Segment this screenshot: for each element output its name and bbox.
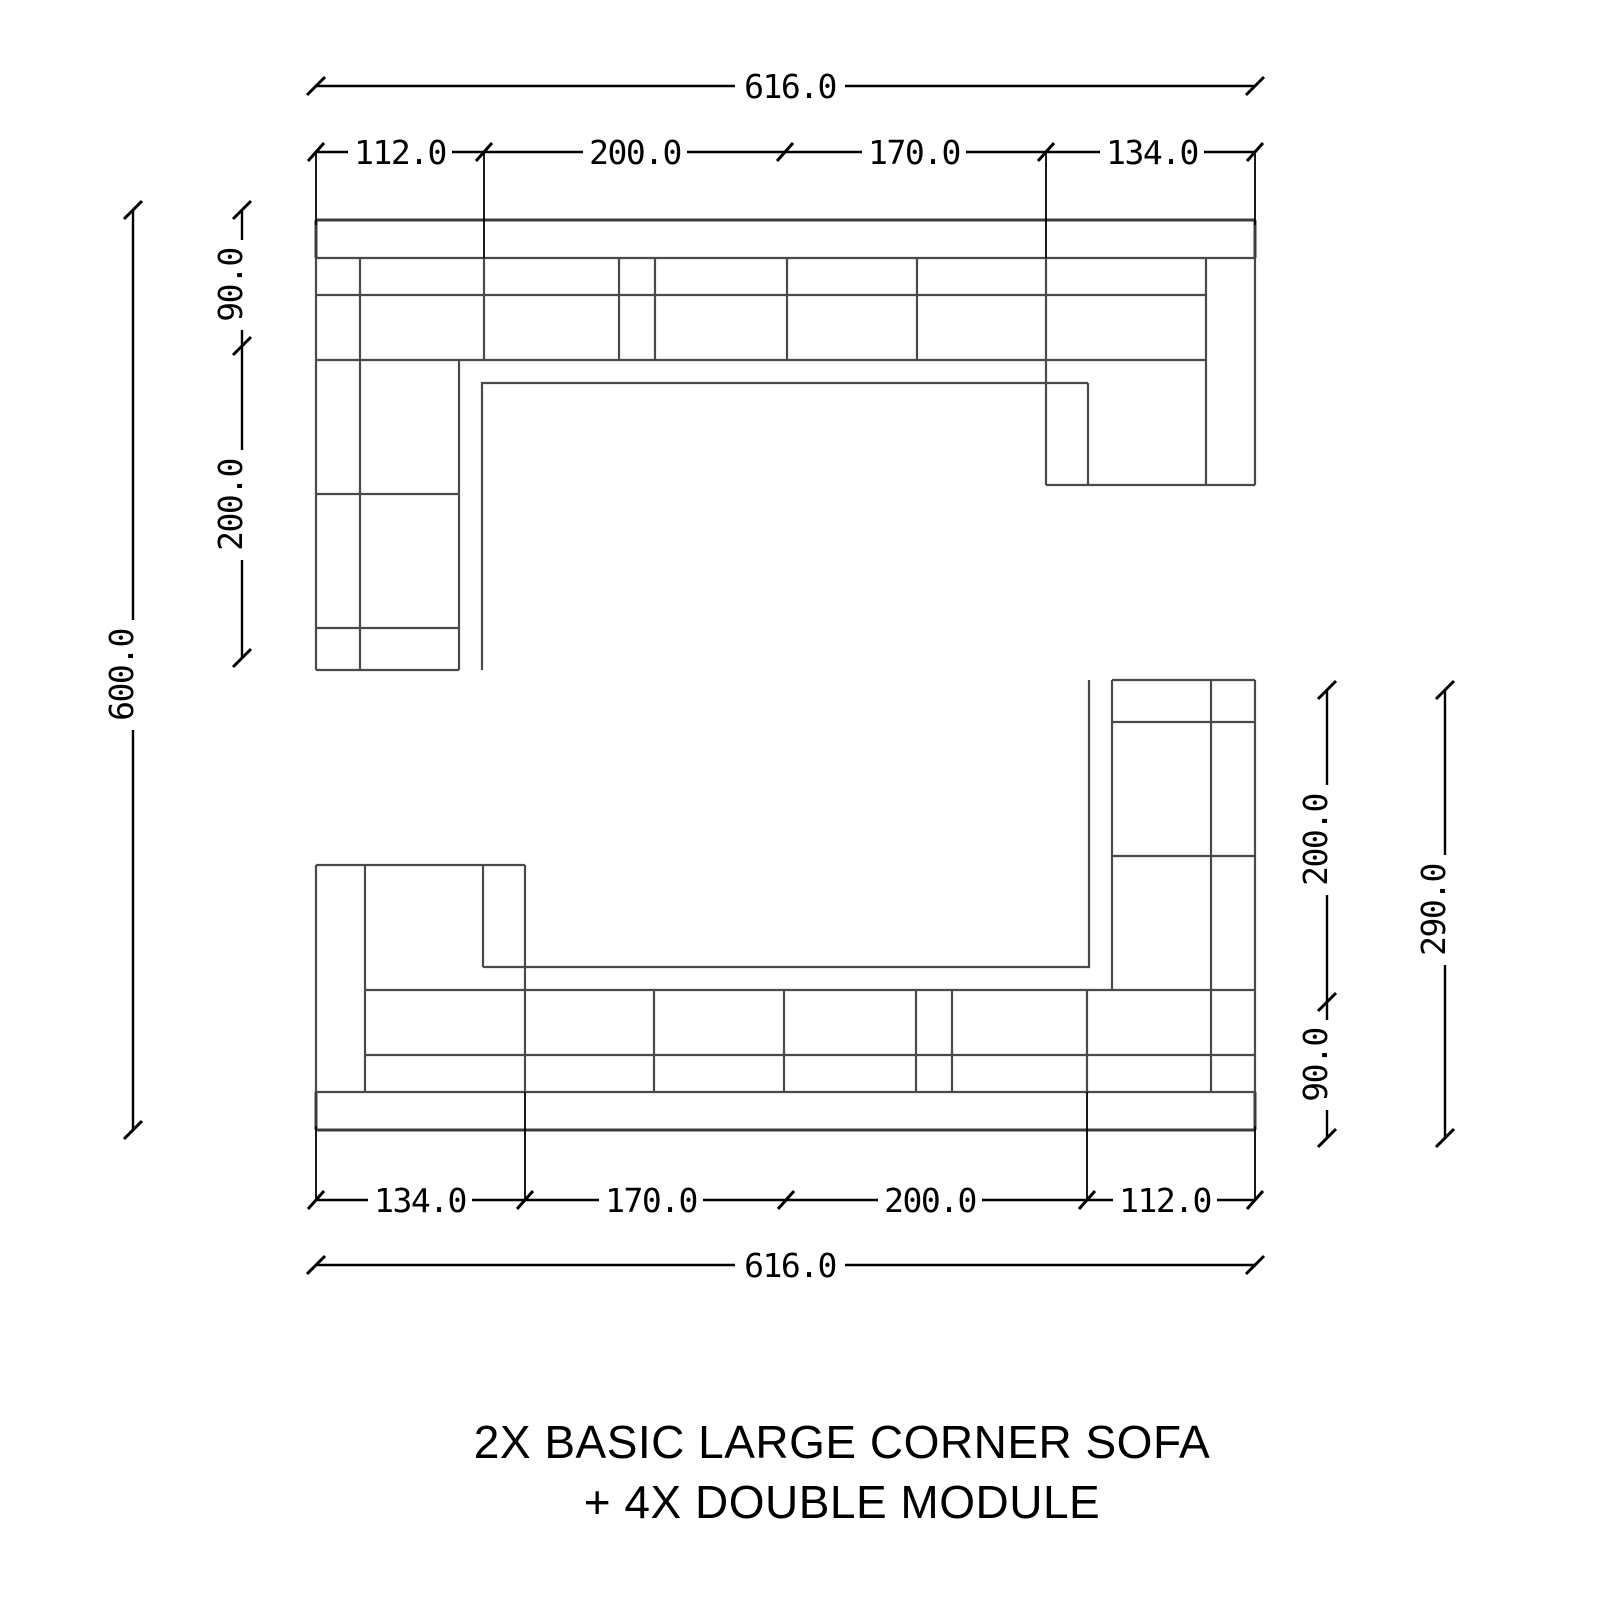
tick-c4 — [1036, 142, 1056, 162]
dim-left-chain-label-1: 200.0 — [211, 459, 250, 551]
tick-r2 — [1316, 991, 1338, 1013]
dim-bottom-chain-label-2: 200.0 — [884, 1181, 976, 1220]
lbl-bg-r2 — [1307, 1020, 1347, 1110]
tick-b4 — [1077, 1190, 1097, 1210]
tick-b1 — [306, 1190, 326, 1210]
tick-start — [305, 75, 327, 97]
title-line-1: 2X BASIC LARGE CORNER SOFA — [474, 1416, 1210, 1468]
lbl-bg-b4 — [1113, 1181, 1217, 1219]
dim-left-bg — [113, 620, 153, 730]
tick-end — [1244, 75, 1266, 97]
lbl-bg-b1 — [368, 1181, 472, 1219]
tick-bo2 — [1244, 1254, 1266, 1276]
lbl-bg-bo — [735, 1245, 845, 1285]
tick-r1 — [1316, 679, 1338, 701]
tick-left-top — [122, 199, 144, 221]
dim-top-overall: 616.0 — [305, 66, 1266, 106]
dim-top-chain-label-3: 134.0 — [1106, 133, 1198, 172]
dim-bottom-overall-label: 616.0 — [744, 1246, 836, 1285]
tick-c1 — [306, 142, 326, 162]
lbl-bg-1 — [348, 133, 452, 171]
tick-left-bottom — [122, 1119, 144, 1141]
lbl-bg-3 — [862, 133, 966, 171]
tick-r3 — [1316, 1127, 1338, 1149]
title-line-2: + 4X DOUBLE MODULE — [584, 1476, 1100, 1528]
bottom-inner-face — [483, 680, 1091, 969]
dim-bottom-chain-label-1: 170.0 — [605, 1181, 697, 1220]
lbl-bg-b2 — [599, 1181, 703, 1219]
lbl-bg-b3 — [878, 1181, 982, 1219]
lbl-bg-2 — [583, 133, 687, 171]
lbl-bg-r1 — [1307, 785, 1347, 895]
tick-c3 — [775, 142, 795, 162]
dim-bottom-overall: 616.0 — [305, 1245, 1266, 1285]
dim-right-overall: 290.0 — [1414, 679, 1465, 1149]
lbl-bg-l2 — [222, 450, 262, 560]
dim-label-bg — [735, 66, 845, 106]
dim-right-chain-label-1: 90.0 — [1296, 1028, 1335, 1101]
dim-bottom-chain: 134.0 170.0 200.0 112.0 — [306, 1092, 1265, 1220]
dim-top-chain-label-2: 170.0 — [868, 133, 960, 172]
tick-l2 — [231, 335, 253, 357]
tick-c5 — [1245, 142, 1265, 162]
top-inner-face — [480, 381, 1088, 670]
tick-b3 — [776, 1190, 796, 1210]
tick-c2 — [474, 142, 494, 162]
tick-l3 — [231, 647, 253, 669]
dim-left-overall-label: 600.0 — [102, 629, 141, 721]
dim-right-chain-label-0: 200.0 — [1296, 794, 1335, 886]
dim-top-overall-label: 616.0 — [744, 67, 836, 106]
dim-bottom-chain-label-0: 134.0 — [374, 1181, 466, 1220]
dim-left-chain: 90.0 200.0 — [211, 199, 262, 669]
lbl-bg-ro — [1425, 855, 1465, 965]
tick-ro1 — [1434, 679, 1456, 701]
dim-left-overall: 600.0 — [102, 199, 153, 1141]
tick-bo1 — [305, 1254, 327, 1276]
dim-top-chain-label-0: 112.0 — [354, 133, 446, 172]
dim-right-chain: 200.0 90.0 — [1296, 679, 1347, 1149]
dim-top-chain-label-1: 200.0 — [589, 133, 681, 172]
dim-right-overall-label: 290.0 — [1414, 864, 1453, 956]
tick-b5 — [1245, 1190, 1265, 1210]
top-sofa-assembly — [314, 218, 1257, 672]
tick-b2 — [515, 1190, 535, 1210]
dim-bottom-chain-label-3: 112.0 — [1119, 1181, 1211, 1220]
dim-top-chain: 112.0 200.0 170.0 134.0 — [306, 133, 1265, 258]
tick-ro2 — [1434, 1127, 1456, 1149]
lbl-bg-l1 — [222, 240, 262, 330]
dim-left-chain-label-0: 90.0 — [211, 248, 250, 321]
lbl-bg-4 — [1100, 133, 1204, 171]
bottom-sofa-assembly — [314, 678, 1257, 1132]
tick-l1 — [231, 199, 253, 221]
